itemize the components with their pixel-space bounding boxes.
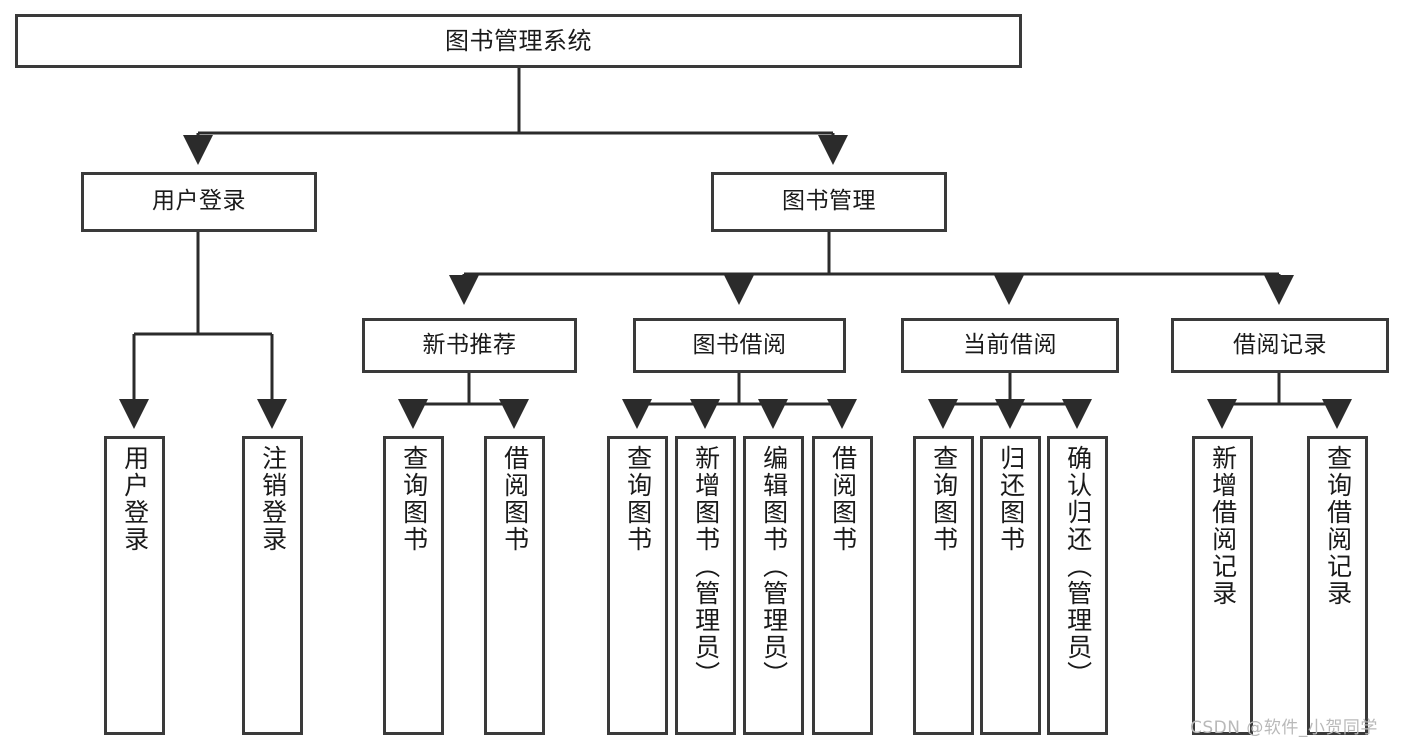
node-leaf-borrow-book-2[interactable]: 借阅图书 <box>812 436 873 735</box>
node-leaf-add-record[interactable]: 新增借阅记录 <box>1192 436 1253 735</box>
node-leaf-query-book-3[interactable]: 查询图书 <box>913 436 974 735</box>
node-leaf-query-book-2-label: 查询图书 <box>623 445 653 553</box>
node-book-manage[interactable]: 图书管理 <box>711 172 947 232</box>
node-book-manage-label: 图书管理 <box>782 188 876 215</box>
csdn-watermark: CSDN @软件_小贺同学 <box>1190 718 1378 738</box>
node-leaf-confirm-return-label: 确认归还（管理员） <box>1063 445 1093 688</box>
node-leaf-return-book[interactable]: 归还图书 <box>980 436 1041 735</box>
node-borrow-record-label: 借阅记录 <box>1233 331 1327 358</box>
node-root[interactable]: 图书管理系统 <box>15 14 1022 68</box>
node-leaf-query-book-1-label: 查询图书 <box>399 445 429 553</box>
node-root-label: 图书管理系统 <box>445 26 592 55</box>
node-book-borrow-label: 图书借阅 <box>692 331 787 358</box>
node-current-borrow-label: 当前借阅 <box>963 331 1057 358</box>
node-leaf-query-book-2[interactable]: 查询图书 <box>607 436 668 735</box>
node-new-book-rec[interactable]: 新书推荐 <box>362 318 577 373</box>
node-book-borrow[interactable]: 图书借阅 <box>633 318 846 373</box>
node-leaf-user-logout[interactable]: 注销登录 <box>242 436 303 735</box>
node-user-login-label: 用户登录 <box>152 188 246 215</box>
node-leaf-user-login-label: 用户登录 <box>120 445 150 553</box>
node-leaf-add-book[interactable]: 新增图书（管理员） <box>675 436 736 735</box>
node-leaf-add-record-label: 新增借阅记录 <box>1208 445 1238 607</box>
node-leaf-borrow-book-2-label: 借阅图书 <box>828 445 858 553</box>
node-leaf-user-logout-label: 注销登录 <box>258 445 288 553</box>
node-borrow-record[interactable]: 借阅记录 <box>1171 318 1389 373</box>
node-leaf-query-book-3-label: 查询图书 <box>929 445 959 553</box>
node-leaf-return-book-label: 归还图书 <box>996 445 1026 553</box>
node-leaf-edit-book[interactable]: 编辑图书（管理员） <box>743 436 804 735</box>
node-new-book-rec-label: 新书推荐 <box>422 331 517 358</box>
node-leaf-query-record-label: 查询借阅记录 <box>1323 445 1353 607</box>
node-leaf-query-book-1[interactable]: 查询图书 <box>383 436 444 735</box>
node-leaf-query-record[interactable]: 查询借阅记录 <box>1307 436 1368 735</box>
node-leaf-edit-book-label: 编辑图书（管理员） <box>759 445 789 688</box>
node-user-login[interactable]: 用户登录 <box>81 172 317 232</box>
node-leaf-confirm-return[interactable]: 确认归还（管理员） <box>1047 436 1108 735</box>
node-leaf-borrow-book-1-label: 借阅图书 <box>500 445 530 553</box>
node-leaf-add-book-label: 新增图书（管理员） <box>691 445 721 688</box>
node-leaf-user-login[interactable]: 用户登录 <box>104 436 165 735</box>
node-leaf-borrow-book-1[interactable]: 借阅图书 <box>484 436 545 735</box>
node-current-borrow[interactable]: 当前借阅 <box>901 318 1119 373</box>
